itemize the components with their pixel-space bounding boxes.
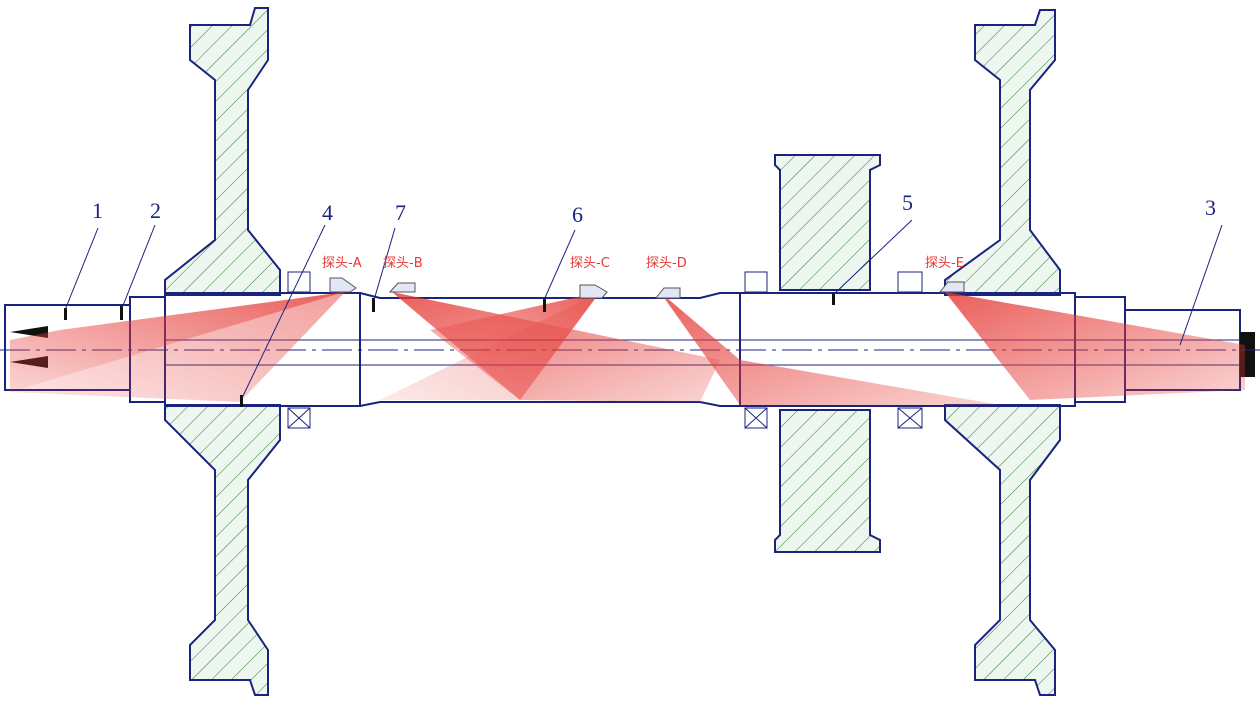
right-wheel xyxy=(944,9,1061,696)
bearings xyxy=(287,271,923,429)
part-number-4: 4 xyxy=(322,200,333,225)
probe-label-e: 探头-E xyxy=(925,256,964,271)
probe-a xyxy=(329,277,357,293)
part-number-5: 5 xyxy=(902,190,913,215)
probe-e xyxy=(938,281,965,293)
probe-label-b: 探头-B xyxy=(383,256,423,271)
part-number-1: 1 xyxy=(92,198,103,223)
leader-lines xyxy=(64,219,1223,399)
part-number-3: 3 xyxy=(1205,195,1216,220)
part-number-7: 7 xyxy=(395,200,406,225)
probe-d xyxy=(654,287,681,299)
gear xyxy=(774,154,881,553)
beam-e xyxy=(945,292,1245,400)
defect-marks xyxy=(64,293,835,407)
probe-b xyxy=(388,282,416,293)
probe-c xyxy=(579,284,608,299)
beam-c2 xyxy=(380,292,600,400)
probe-label-c: 探头-C xyxy=(570,256,610,271)
ultrasonic-beams xyxy=(10,292,1245,405)
beam-d xyxy=(660,292,1000,405)
part-number-6: 6 xyxy=(572,202,583,227)
probes xyxy=(329,277,965,299)
probe-label-d: 探头-D xyxy=(646,256,687,271)
left-wheel xyxy=(164,7,281,696)
beam-a2 xyxy=(10,292,345,402)
part-number-2: 2 xyxy=(150,198,161,223)
probe-label-a: 探头-A xyxy=(322,256,362,271)
